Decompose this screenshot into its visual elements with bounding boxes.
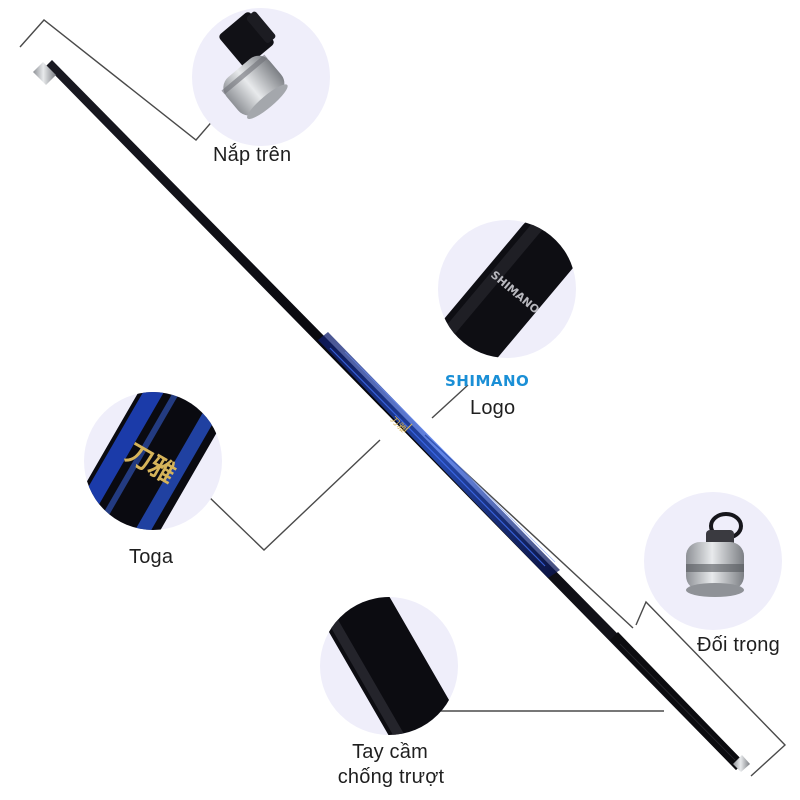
counterweight-detail-circle — [644, 492, 782, 630]
toga-label: Toga — [129, 546, 174, 568]
toga-photo: 刀雅 — [84, 392, 222, 530]
rod-bottom-cap — [733, 755, 750, 772]
logo-detail-circle: SHIMANO — [438, 220, 576, 358]
counterweight-line — [635, 600, 787, 777]
grip-photo — [320, 597, 454, 735]
top-cap-photo — [219, 11, 288, 120]
logo-label: Logo — [470, 397, 516, 419]
counterweight-label: Đối trọng — [697, 634, 780, 656]
top-cap-detail-circle — [192, 8, 330, 146]
top-cap-line — [19, 19, 216, 141]
top-cap-label: Nắp trên — [213, 144, 292, 166]
shimano-brand-logo: SHIMANO — [445, 372, 530, 390]
rod-blue-section — [318, 332, 560, 578]
logo-photo: SHIMANO — [438, 220, 576, 358]
rod-top-cap — [33, 62, 56, 85]
grip-label-line1: Tay cầm — [352, 741, 428, 763]
logo-line — [431, 384, 469, 419]
counterweight-photo — [686, 512, 744, 597]
toga-line — [206, 439, 381, 551]
grip-detail-circle — [320, 597, 458, 735]
grip-label-line2: chống trượt — [337, 766, 445, 788]
toga-detail-circle: 刀雅 — [84, 392, 222, 530]
